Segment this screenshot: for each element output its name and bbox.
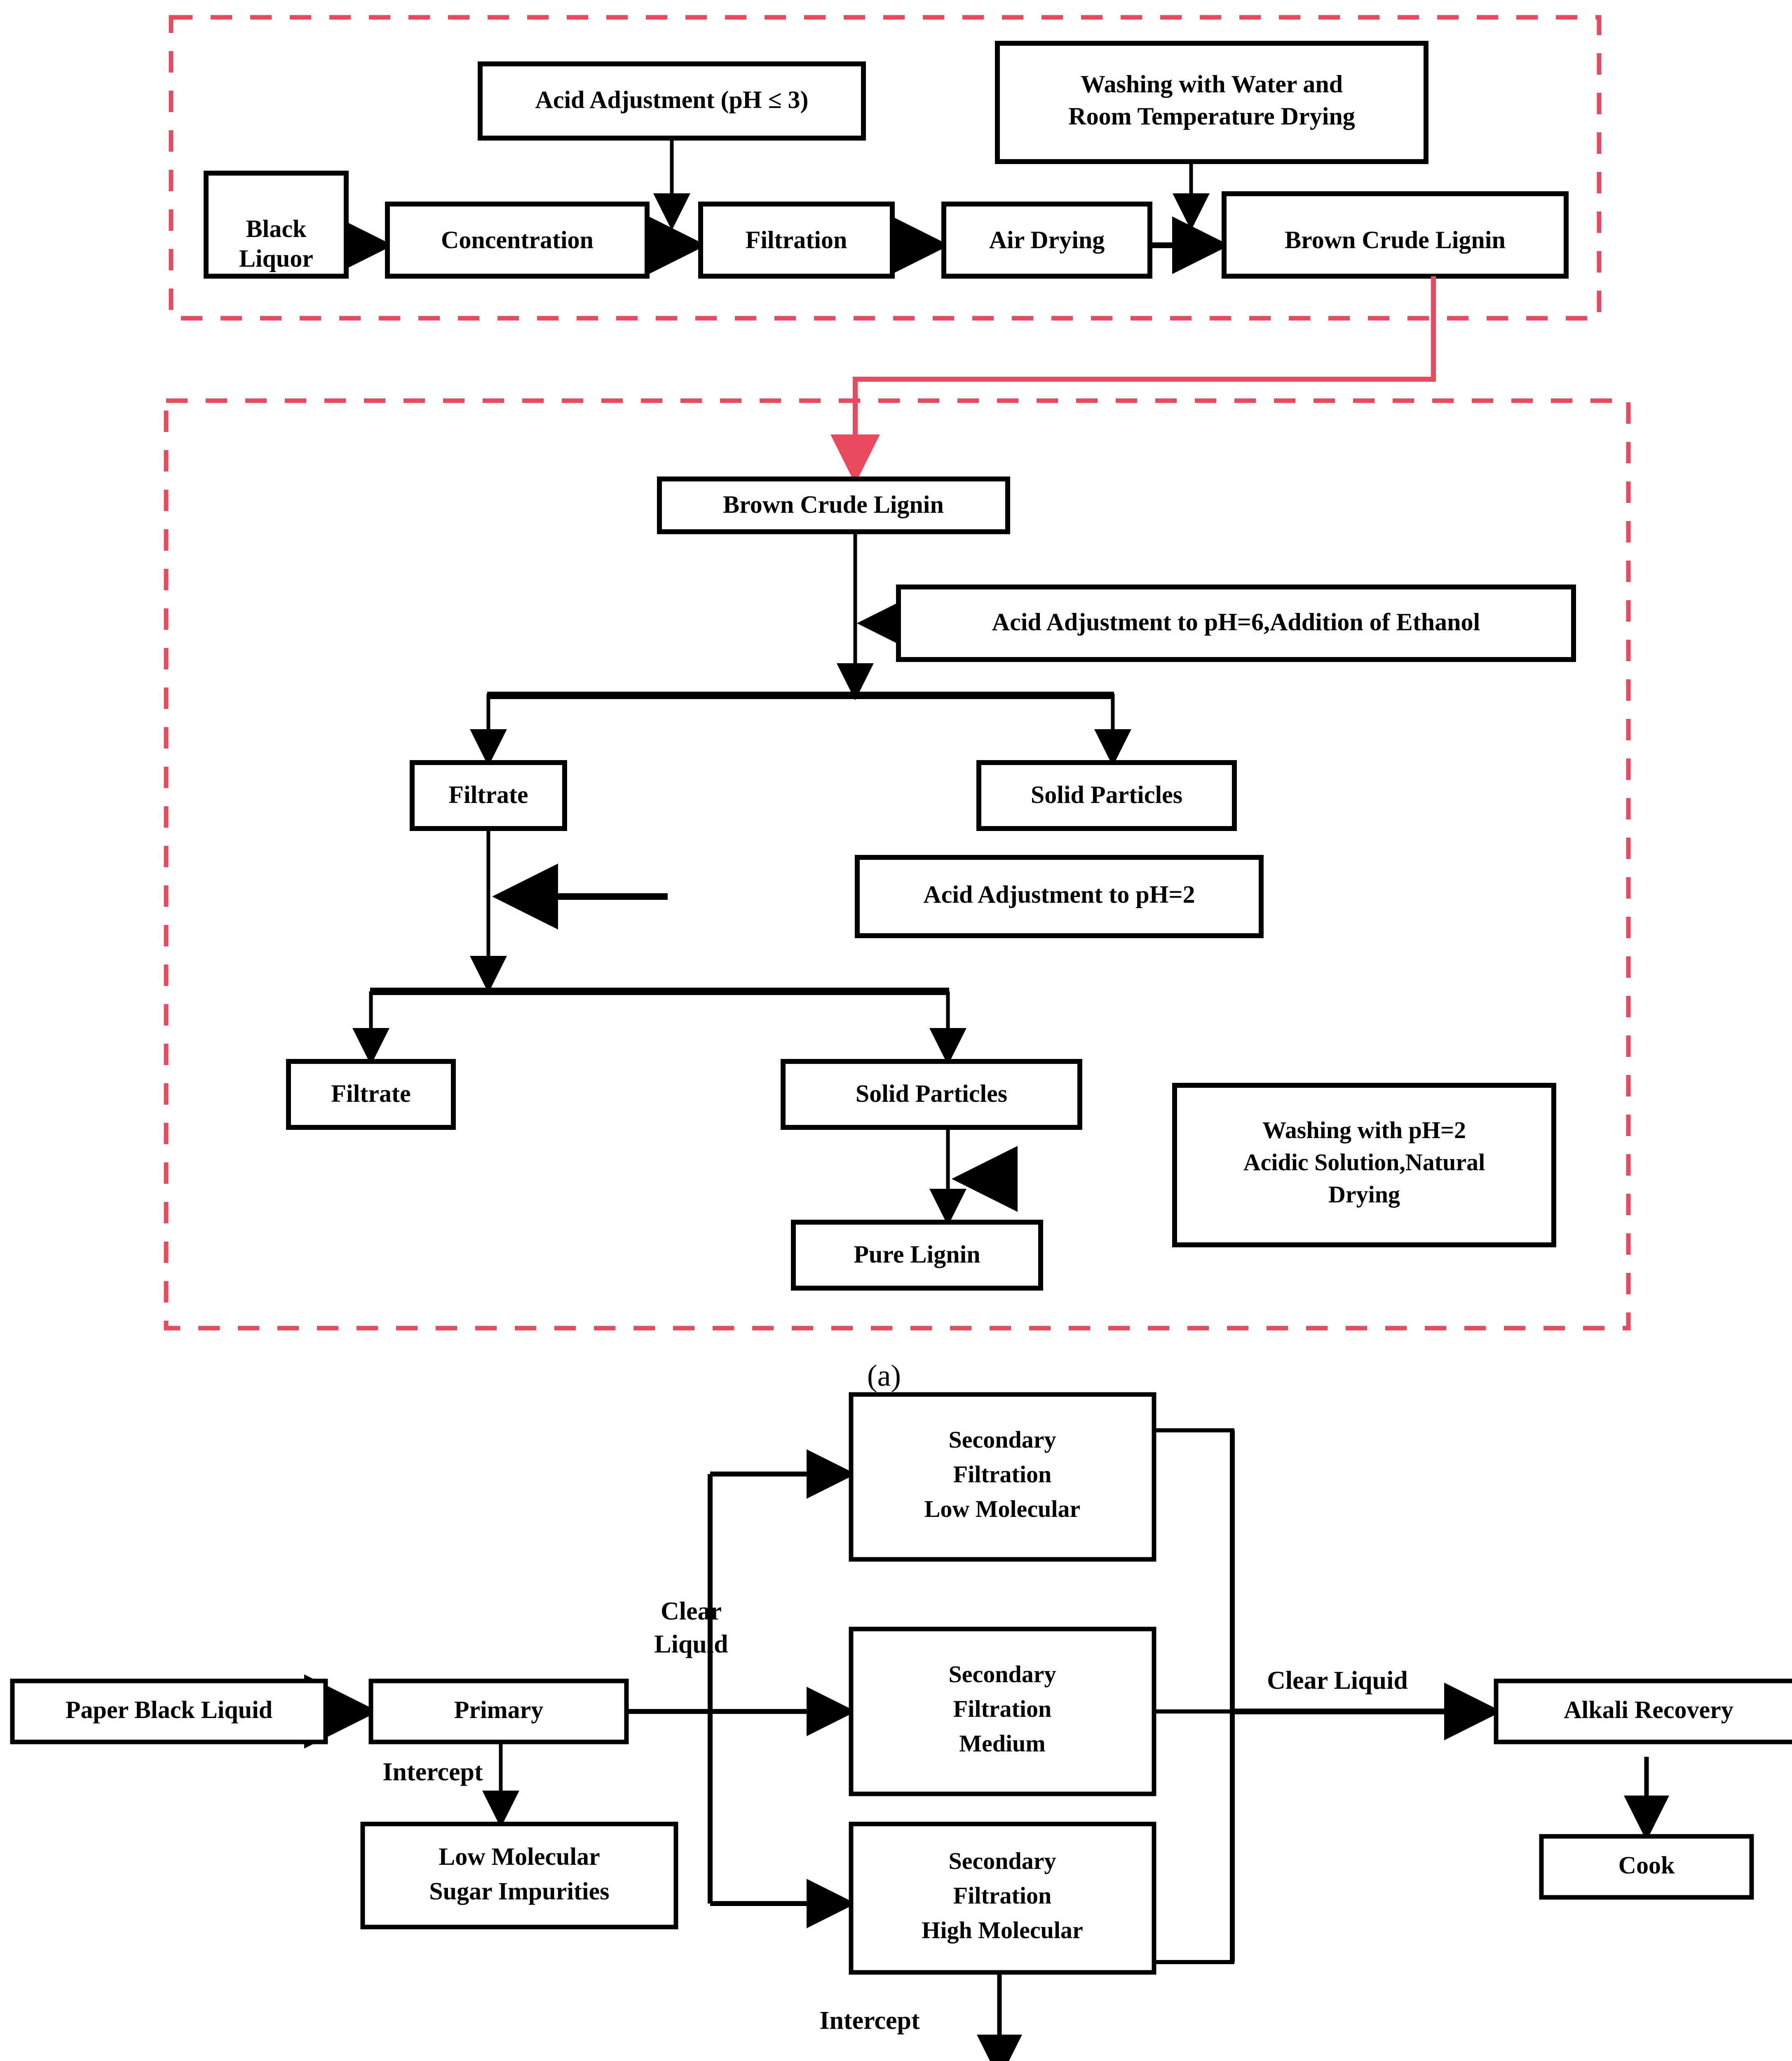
node-washing-ph2-acidic-drying[interactable] xyxy=(1172,1083,1556,1247)
edge-label-intercept-1: Intercept xyxy=(382,1758,483,1786)
node-washing-water-rt-drying[interactable] xyxy=(995,41,1428,164)
node-solid-particles-1-label: Solid Particles xyxy=(1031,781,1182,808)
panel-a-group-bottom-border xyxy=(164,398,1631,1331)
node-cook-label: Cook xyxy=(1618,1852,1675,1879)
node-black-liquor[interactable] xyxy=(204,171,349,279)
node-solid-particles-2[interactable] xyxy=(781,1059,1082,1130)
node-filtrate-1-label: Filtrate xyxy=(448,781,528,808)
edge-cross-panel-brown-crude-lignin xyxy=(830,276,1436,484)
node-primary[interactable] xyxy=(368,1678,629,1744)
node-acid-adjustment-ph2-label: Acid Adjustment to pH=2 xyxy=(923,881,1195,908)
node-solid-particles-1[interactable] xyxy=(976,760,1237,831)
node-cook[interactable] xyxy=(1539,1834,1754,1900)
node-paper-black-liquid-label: Paper Black Liquid xyxy=(66,1696,272,1723)
node-acid-adjustment-ph3[interactable] xyxy=(478,61,866,141)
node-filtrate-1[interactable] xyxy=(410,760,567,831)
node-secondary-filtration-high-molecular[interactable] xyxy=(849,1822,1156,1975)
node-acid-adjustment-ph6-ethanol[interactable] xyxy=(896,584,1576,662)
node-pure-lignin-label: Pure Lignin xyxy=(854,1241,980,1268)
node-alkali-recovery-label: Alkali Recovery xyxy=(1564,1696,1733,1723)
node-primary-label: Primary xyxy=(454,1696,544,1723)
panel-a-group-top-border xyxy=(169,15,1602,321)
node-brown-crude-lignin-2[interactable] xyxy=(657,477,1010,534)
node-acid-adjustment-ph6-ethanol-label: Acid Adjustment to pH=6,Addition of Etha… xyxy=(992,608,1480,636)
node-secondary-filtration-low-molecular[interactable] xyxy=(849,1392,1156,1562)
node-pure-lignin[interactable] xyxy=(791,1220,1043,1291)
node-air-drying-label: Air Drying xyxy=(989,226,1105,254)
node-air-drying[interactable] xyxy=(941,202,1152,279)
node-concentration-label: Concentration xyxy=(441,226,593,254)
node-filtration[interactable] xyxy=(698,202,895,279)
node-paper-black-liquid[interactable] xyxy=(10,1678,328,1744)
node-filtrate-2-label: Filtrate xyxy=(331,1080,410,1107)
node-brown-crude-lignin-1-label: Brown Crude Lignin xyxy=(1285,226,1506,254)
node-acid-adjustment-ph2[interactable] xyxy=(855,855,1264,938)
node-concentration[interactable] xyxy=(385,202,650,279)
node-low-molecular-sugar-impurities[interactable] xyxy=(360,1822,678,1930)
node-brown-crude-lignin-2-label: Brown Crude Lignin xyxy=(723,491,944,518)
panel-a-caption: (a) xyxy=(867,1359,901,1393)
node-filtrate-2[interactable] xyxy=(286,1059,456,1130)
node-solid-particles-2-label: Solid Particles xyxy=(856,1080,1007,1107)
node-secondary-filtration-medium[interactable] xyxy=(849,1627,1156,1796)
edge-label-intercept-2: Intercept xyxy=(819,2007,920,2035)
node-brown-crude-lignin-1[interactable] xyxy=(1222,191,1569,279)
node-acid-adjustment-ph3-label: Acid Adjustment (pH ≤ 3) xyxy=(535,86,809,113)
node-filtration-label: Filtration xyxy=(746,226,847,254)
node-alkali-recovery[interactable] xyxy=(1494,1678,1792,1744)
edge-label-clear-liquid-2: Clear Liquid xyxy=(1267,1667,1408,1695)
